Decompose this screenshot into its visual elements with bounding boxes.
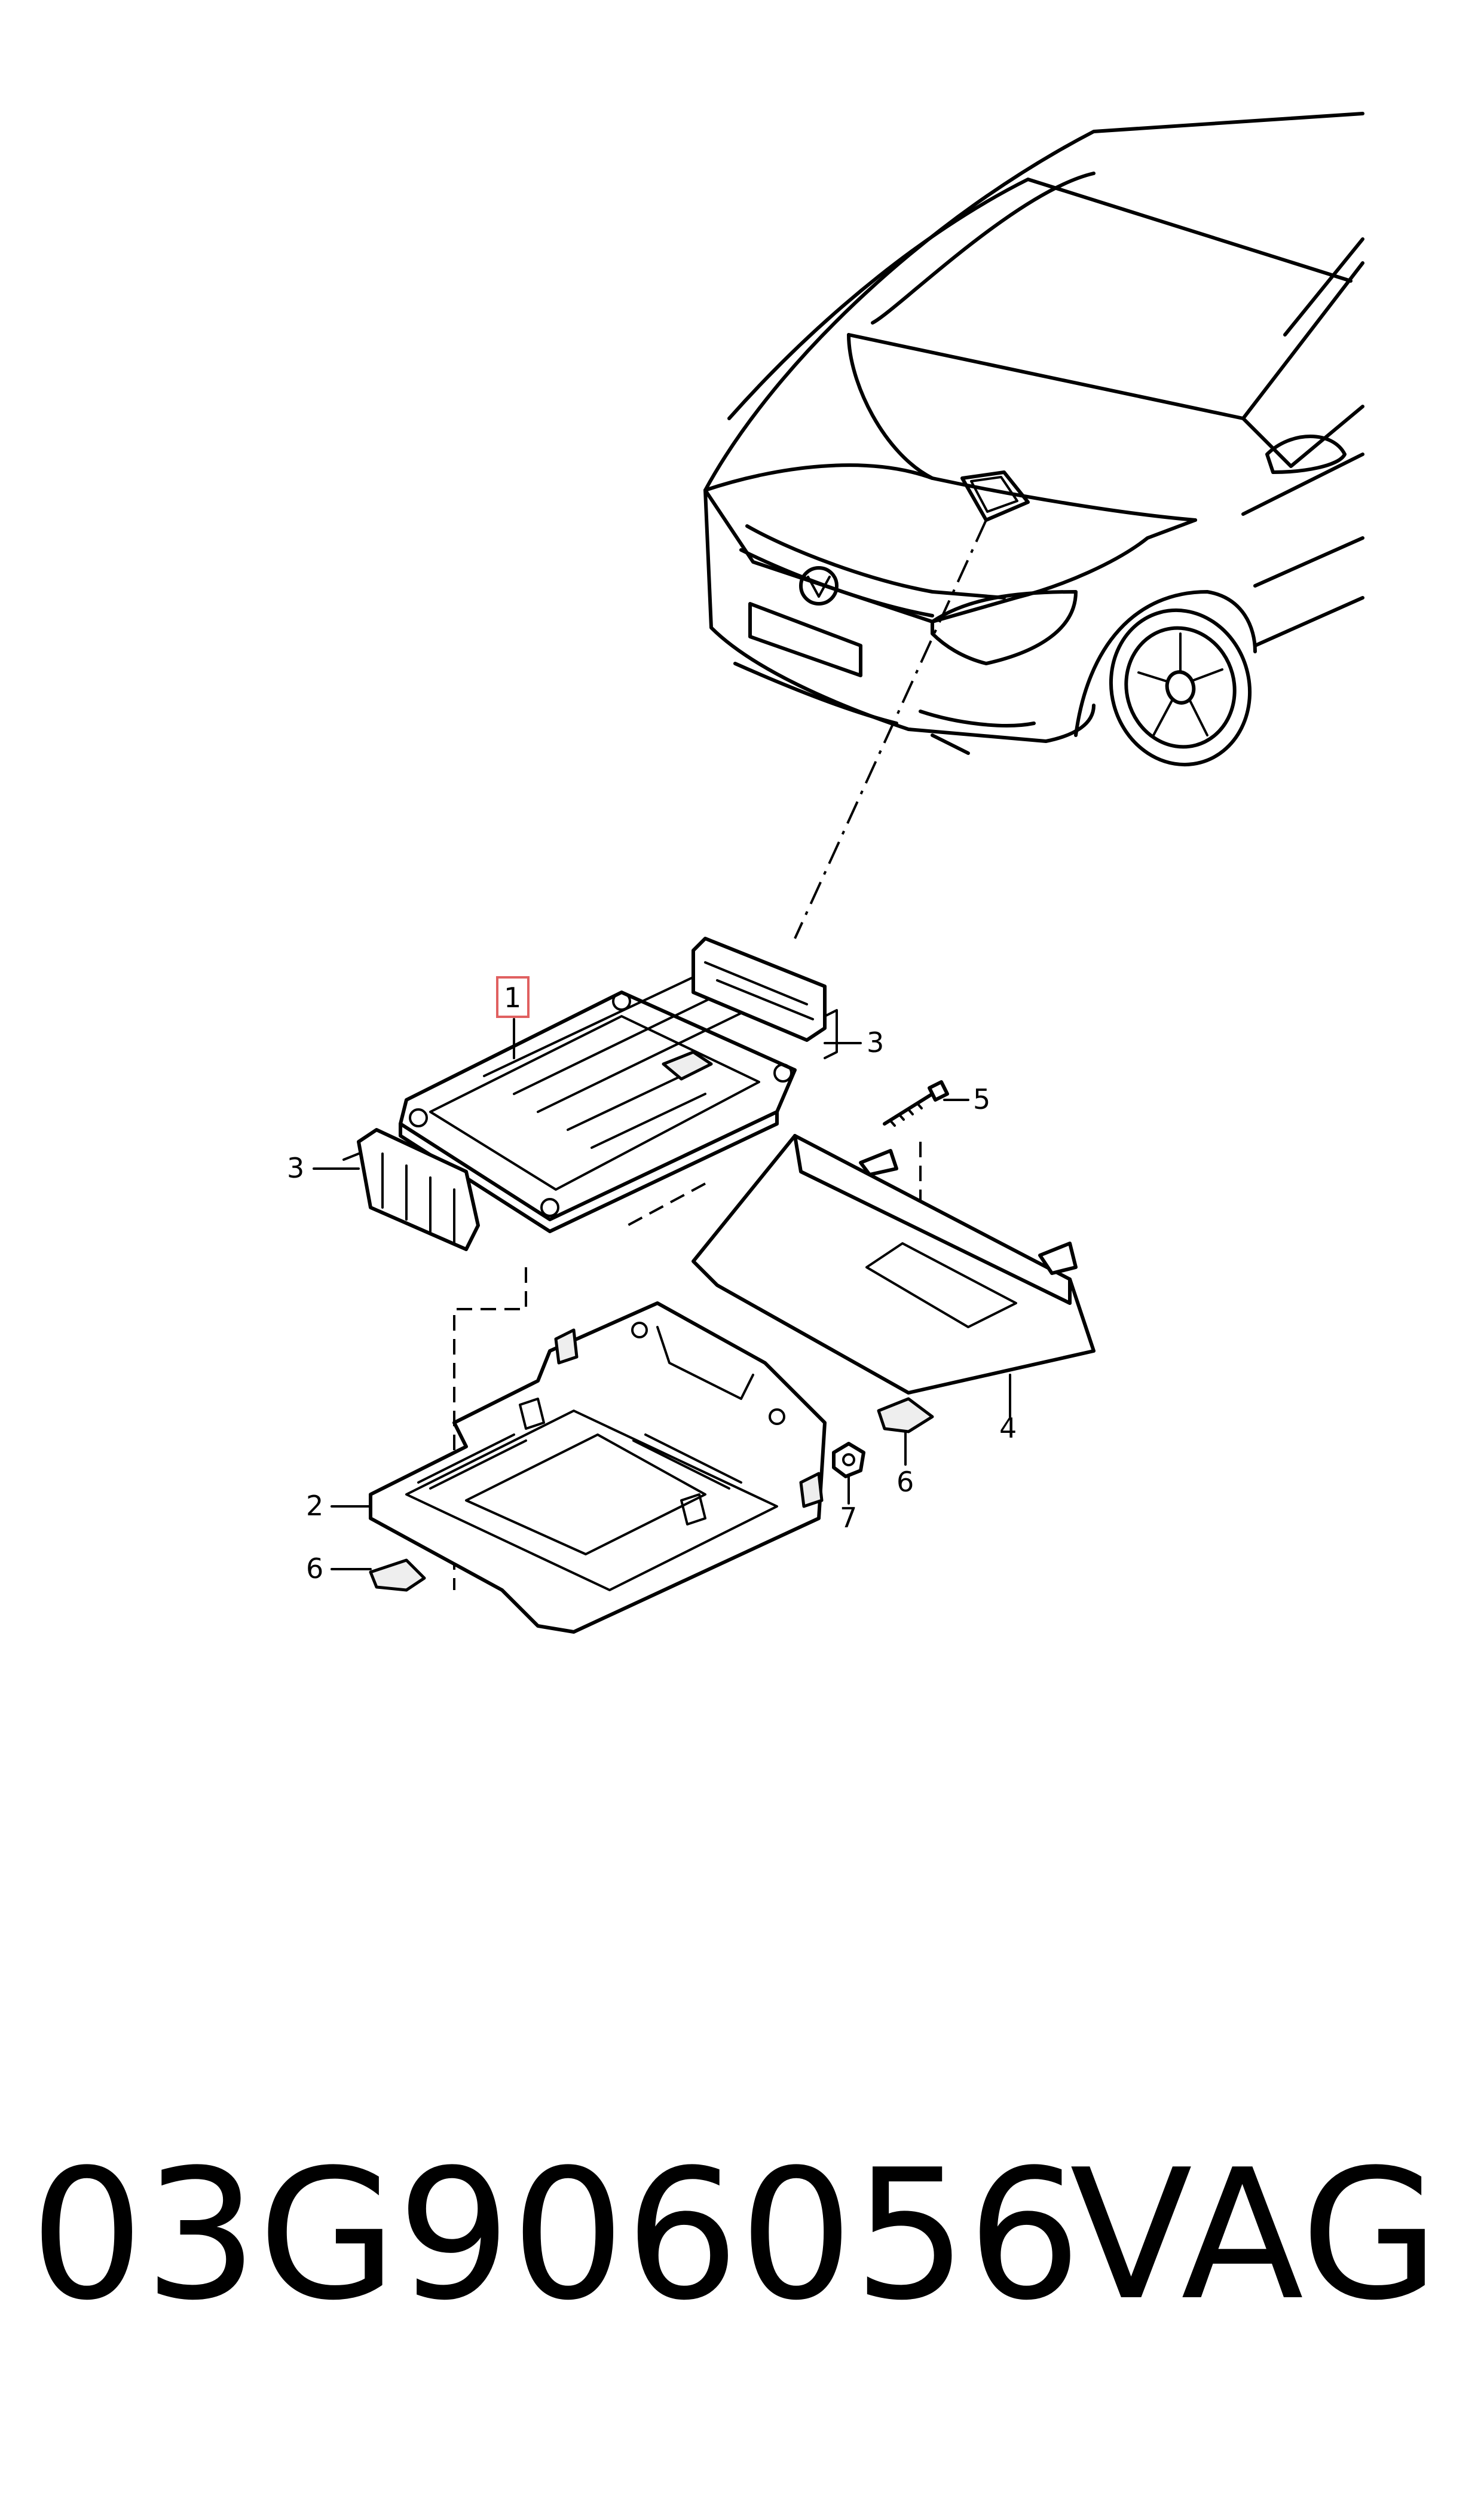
part-number: 03G906056 (30, 2131, 1082, 2340)
control-unit-housing (399, 973, 797, 1233)
callout-1-label: 1 (504, 982, 521, 1014)
callout-4-label: 4 (999, 1412, 1017, 1444)
clip-left (369, 1558, 426, 1592)
callout-3-upper-label: 3 (867, 1026, 884, 1059)
bracket (691, 1134, 1096, 1395)
car-illustration (703, 112, 1364, 767)
callout-7-label: 7 (840, 1502, 857, 1534)
brand-name: VAG (1070, 2131, 1440, 2340)
callout-1-highlight (496, 976, 530, 1018)
callout-leaders (313, 1018, 1011, 1570)
nut (832, 1442, 865, 1478)
callout-3-left-label: 3 (287, 1152, 304, 1184)
callout-5-label: 5 (973, 1083, 990, 1115)
callout-6-right-label: 6 (896, 1466, 914, 1498)
mounting-tray (369, 1301, 827, 1634)
connector-left (342, 1128, 480, 1251)
connector-upper (691, 937, 838, 1059)
callout-6-left-label: 6 (306, 1552, 323, 1585)
clip-right (877, 1397, 934, 1433)
leader-lines (453, 519, 987, 1590)
bolt (883, 1080, 949, 1127)
callout-2-label: 2 (306, 1490, 323, 1522)
